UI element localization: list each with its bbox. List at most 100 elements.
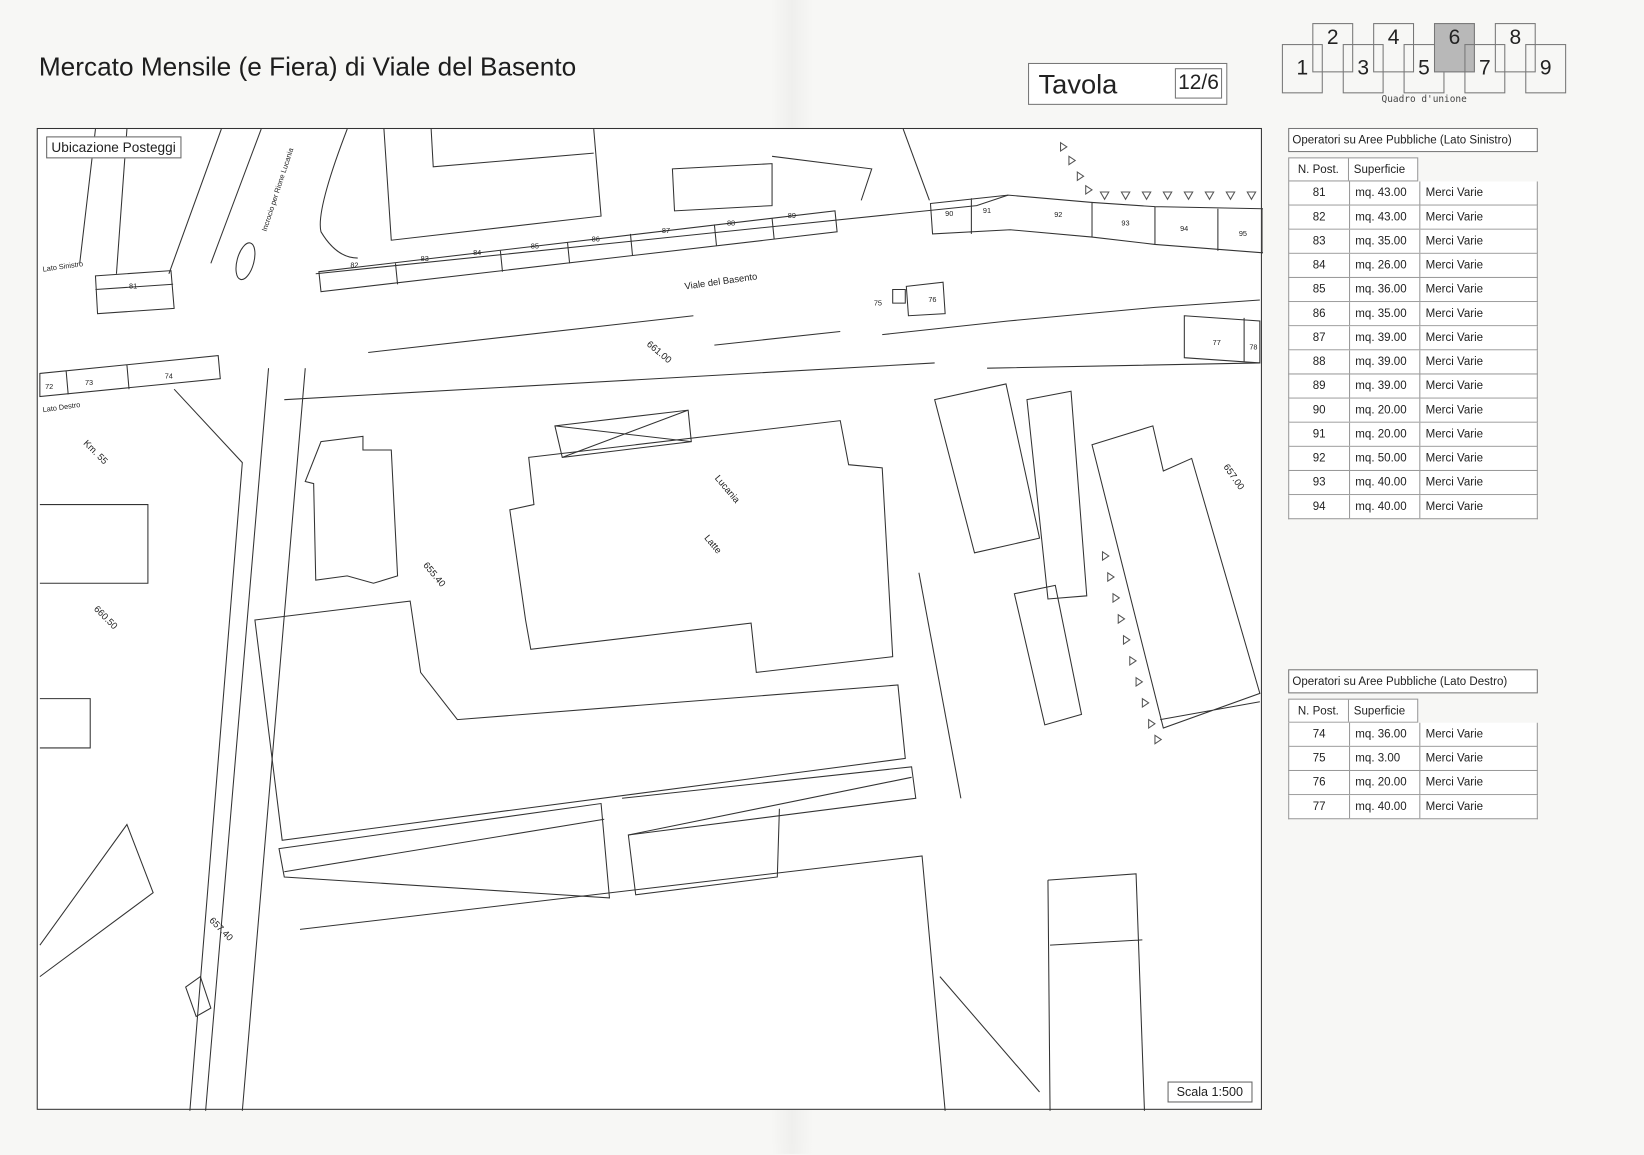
stalls-lato-destro (39, 281, 1261, 398)
sheet-9[interactable]: 9 (1525, 44, 1567, 94)
cell-merce: Merci Varie (1425, 379, 1484, 393)
stall-89: 89 (788, 211, 796, 220)
sheet-4[interactable]: 4 (1373, 23, 1415, 73)
cell-n-post: 83 (1289, 229, 1351, 253)
stall-76: 76 (928, 295, 936, 304)
cell-superficie: mq. 3.00 (1350, 746, 1421, 770)
sheet-8[interactable]: 8 (1494, 23, 1536, 73)
site-map: 81 82 83 84 85 86 87 88 89 90 91 92 93 9… (36, 127, 1263, 1111)
table-lato-sinistro: Operatori su Aree Pubbliche (Lato Sinist… (1288, 127, 1538, 520)
header-n-post: N. Post. (1289, 158, 1349, 181)
cell-merce: Merci Varie (1425, 752, 1484, 765)
cell-n-post: 74 (1289, 722, 1351, 746)
cell-merce: Merci Varie (1425, 210, 1484, 224)
cell-merce: Merci Varie (1425, 427, 1484, 441)
stalls-lato-sinistro (94, 194, 1263, 315)
stall-77: 77 (1213, 338, 1221, 347)
cell-merce: Merci Varie (1425, 452, 1484, 465)
cell-n-post: 75 (1289, 746, 1351, 770)
table-header: N. Post. Superficie (1288, 698, 1419, 723)
cell-n-post: 82 (1289, 205, 1351, 229)
stall-94: 94 (1180, 224, 1188, 233)
cell-merce: Merci Varie (1425, 355, 1484, 369)
tavola-number: 12/6 (1174, 68, 1223, 99)
sheet-2[interactable]: 2 (1312, 23, 1354, 73)
scale-label: Scala 1:500 (1167, 1081, 1253, 1103)
cell-n-post: 92 (1289, 446, 1351, 470)
cell-superficie: mq. 20.00 (1350, 398, 1421, 422)
cell-merce: Merci Varie (1425, 234, 1484, 248)
stall-95: 95 (1239, 229, 1247, 238)
header-superficie: Superficie (1353, 704, 1406, 718)
table-title: Operatori su Aree Pubbliche (Lato Sinist… (1288, 127, 1538, 153)
cell-superficie: mq. 50.00 (1350, 446, 1421, 470)
cell-superficie: mq. 43.00 (1350, 181, 1421, 205)
buildings (39, 129, 1261, 1111)
building-latte: Latte (702, 533, 724, 556)
stall-82: 82 (350, 260, 358, 269)
cell-merce: Merci Varie (1425, 776, 1484, 789)
cell-superficie: mq. 35.00 (1350, 229, 1421, 253)
stall-78: 78 (1249, 342, 1257, 351)
cell-superficie: mq. 40.00 (1350, 795, 1421, 819)
quadro-caption: Quadro d'unione (1381, 94, 1467, 105)
cell-n-post: 84 (1289, 253, 1351, 277)
stall-84: 84 (473, 248, 481, 257)
cell-merce: Merci Varie (1425, 307, 1484, 320)
cell-merce: Merci Varie (1425, 500, 1484, 513)
cell-n-post: 93 (1289, 471, 1351, 495)
quadro-unione: 1 2 3 4 5 6 7 8 9 Quadro d'unione (1281, 21, 1567, 110)
street-label: Viale del Basento (684, 271, 758, 292)
stall-90: 90 (945, 209, 953, 218)
cell-superficie: mq. 36.00 (1350, 277, 1421, 302)
cell-n-post: 89 (1289, 374, 1351, 398)
stall-85: 85 (531, 242, 539, 251)
cell-superficie: mq. 35.00 (1350, 302, 1421, 326)
cell-superficie: mq. 20.00 (1350, 771, 1421, 795)
map-labels: 81 82 83 84 85 86 87 88 89 90 91 92 93 9… (42, 146, 1257, 944)
sheet-7[interactable]: 7 (1464, 44, 1506, 94)
header-superficie: Superficie (1353, 163, 1406, 177)
cell-superficie: mq. 39.00 (1350, 350, 1421, 374)
tavola-box: Tavola 12/6 (1028, 62, 1228, 105)
stall-74: 74 (165, 372, 173, 381)
stall-93: 93 (1121, 219, 1129, 228)
stall-87: 87 (662, 226, 670, 235)
stall-81: 81 (129, 281, 137, 290)
stall-91: 91 (983, 206, 991, 215)
cell-n-post: 86 (1289, 302, 1351, 326)
cell-merce: Merci Varie (1425, 403, 1484, 417)
sheet-6-selected[interactable]: 6 (1433, 23, 1475, 73)
cell-merce: Merci Varie (1425, 283, 1484, 296)
elevation-655: 655.40 (420, 560, 447, 589)
cell-superficie: mq. 40.00 (1350, 495, 1421, 519)
cell-n-post: 85 (1289, 277, 1351, 302)
cell-n-post: 91 (1289, 422, 1351, 446)
page-title: Mercato Mensile (e Fiera) di Viale del B… (38, 52, 577, 82)
cell-superficie: mq. 40.00 (1350, 471, 1421, 495)
table-header: N. Post. Superficie (1288, 157, 1419, 182)
stall-72: 72 (45, 382, 53, 391)
sheet-1[interactable]: 1 (1281, 44, 1323, 94)
cell-merce: Merci Varie (1425, 476, 1484, 489)
elevation-660: 660.50 (91, 604, 119, 632)
sheet-3[interactable]: 3 (1342, 44, 1384, 94)
cell-n-post: 87 (1289, 326, 1351, 350)
table-lato-destro: Operatori su Aree Pubbliche (Lato Destro… (1288, 669, 1538, 820)
cell-merce: Merci Varie (1425, 186, 1484, 200)
cell-merce: Merci Varie (1425, 259, 1484, 272)
lato-sinistro-label: Lato Sinistro (42, 259, 84, 274)
